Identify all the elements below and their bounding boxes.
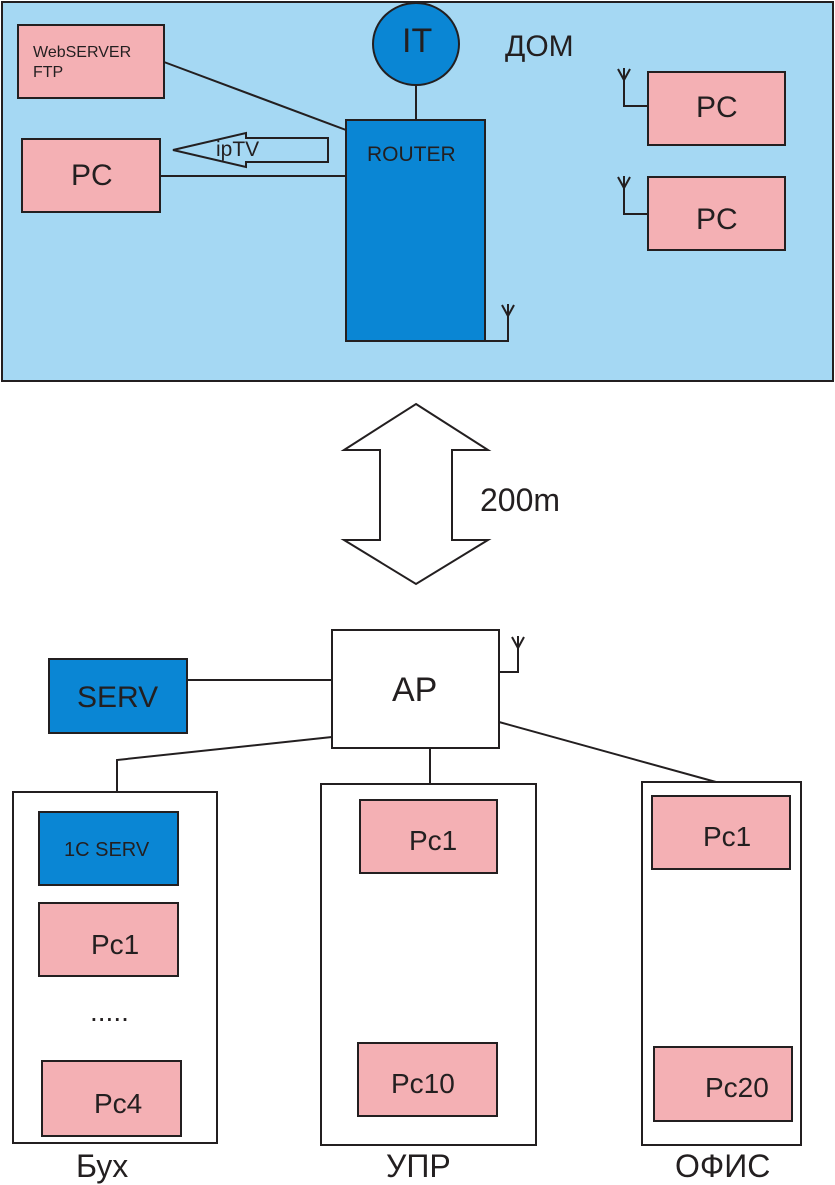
iptv-arrow-icon <box>172 131 329 169</box>
upr-pc-first-label: Pc1 <box>409 825 458 856</box>
access-point-label: AP <box>392 671 438 709</box>
webserver-label-line1: WebSERVER <box>33 44 132 61</box>
ofis-pc-first: Pc1 <box>651 795 791 870</box>
upr-pc-first: Pc1 <box>359 799 498 874</box>
upr-pc-last-label: Pc10 <box>391 1068 455 1099</box>
home-pc-right-1-label: PC <box>696 91 738 124</box>
home-network-title: ДОМ <box>505 30 574 63</box>
link-ap-ofis <box>498 721 717 783</box>
upr-pc-last: Pc10 <box>357 1042 498 1117</box>
home-pc-right-1: PC <box>647 71 786 146</box>
webserver-box: WebSERVER FTP <box>17 24 165 99</box>
distance-label: 200m <box>480 482 561 518</box>
router-box: ROUTER <box>345 119 486 342</box>
buh-pc-last: Pc4 <box>41 1060 182 1137</box>
buh-pc-first-label: Pc1 <box>91 929 140 960</box>
upr-title: УПР <box>386 1148 451 1184</box>
ofis-title: ОФИС <box>675 1148 771 1184</box>
webserver-label-line2: FTP <box>33 64 64 81</box>
home-pc-right-2-label: PC <box>696 203 738 236</box>
ofis-pc-last-label: Pc20 <box>705 1072 769 1103</box>
buh-ellipsis: ..... <box>90 996 129 1027</box>
link-ap-buh <box>116 736 333 792</box>
buh-1c-server-label: 1C SERV <box>64 839 150 861</box>
iptv-label: ipTV <box>216 138 260 161</box>
buh-title: Бух <box>76 1148 129 1184</box>
buh-pc-first: Pc1 <box>38 902 179 977</box>
access-point-box: AP <box>331 629 500 749</box>
wireless-link-arrow <box>340 402 492 586</box>
office-server-label: SERV <box>77 681 159 714</box>
home-pc-left-label: PC <box>71 159 113 192</box>
home-pc-right-2: PC <box>647 176 786 251</box>
office-server-box: SERV <box>48 658 188 734</box>
ofis-pc-first-label: Pc1 <box>703 821 752 852</box>
it-label: IT <box>402 22 433 60</box>
ofis-pc-last: Pc20 <box>653 1046 793 1122</box>
home-pc-left: PC <box>21 138 161 213</box>
it-node: IT <box>372 2 460 86</box>
link-webserver-router <box>163 61 347 131</box>
router-label: ROUTER <box>367 143 456 166</box>
buh-1c-server-box: 1C SERV <box>38 811 179 886</box>
buh-pc-last-label: Pc4 <box>94 1088 143 1119</box>
